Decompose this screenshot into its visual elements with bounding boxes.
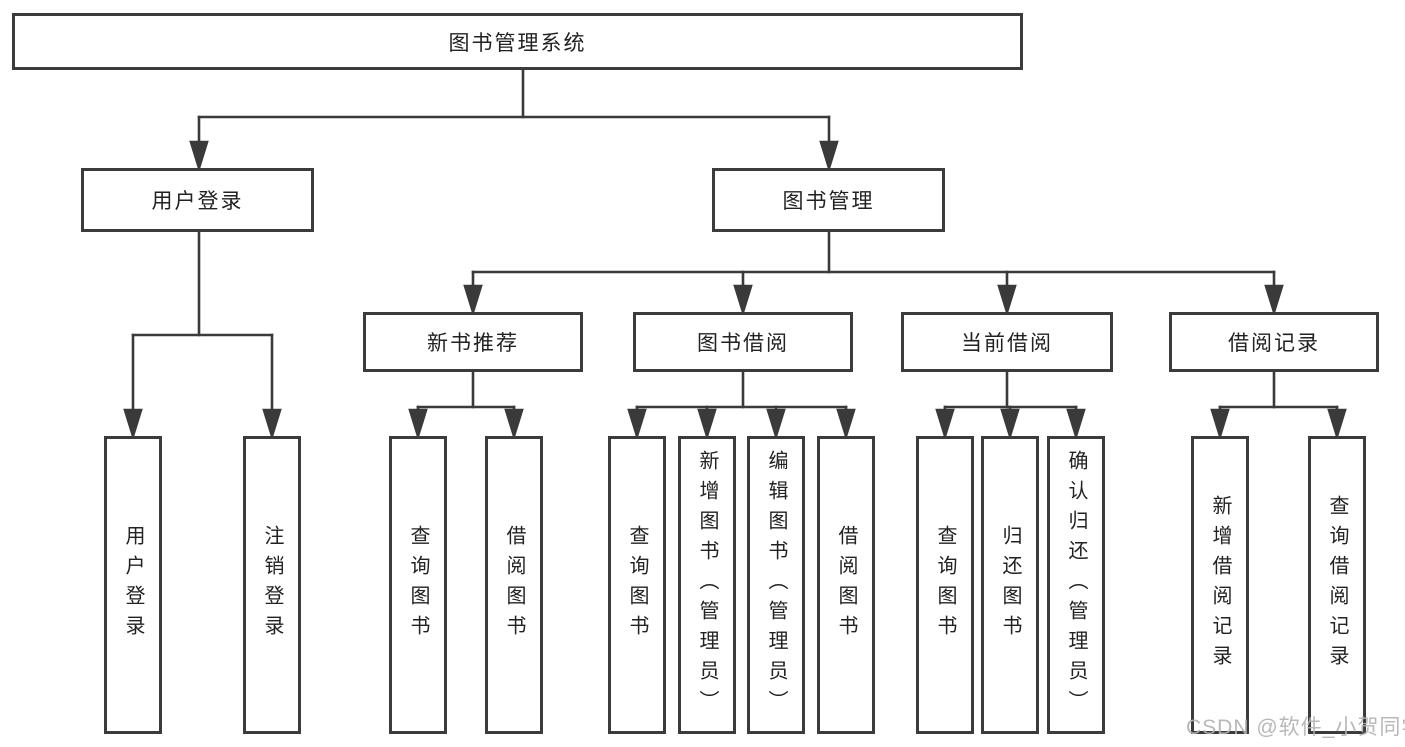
node-label: 借阅记录 [1228, 332, 1320, 355]
node-current-borrow: 当前借阅 [901, 312, 1113, 372]
leaf-return-books: 归还图书 [981, 436, 1039, 734]
node-label: 借阅图书 [503, 525, 525, 645]
leaf-query-books-recommend: 查询图书 [389, 436, 447, 734]
leaf-user-login: 用户登录 [104, 436, 162, 734]
node-label: 查询图书 [626, 525, 648, 645]
node-label: 图书管理系统 [448, 31, 587, 55]
node-label: 新增借阅记录 [1209, 495, 1231, 675]
node-user-login: 用户登录 [81, 168, 314, 232]
node-label: 归还图书 [999, 525, 1021, 645]
node-label: 图书借阅 [697, 332, 789, 355]
node-label: 注销登录 [261, 525, 283, 645]
node-label: 新增图书（管理员） [696, 450, 718, 720]
node-label: 用户登录 [122, 525, 144, 645]
node-borrow-records: 借阅记录 [1169, 312, 1379, 372]
node-root-library-system: 图书管理系统 [12, 13, 1023, 70]
node-book-borrow: 图书借阅 [633, 312, 853, 372]
leaf-query-books-current: 查询图书 [916, 436, 974, 734]
leaf-borrow-books: 借阅图书 [817, 436, 875, 734]
node-label: 查询借阅记录 [1326, 495, 1348, 675]
node-book-management: 图书管理 [712, 168, 945, 232]
node-label: 查询图书 [407, 525, 429, 645]
node-label: 图书管理 [782, 190, 875, 213]
node-label: 查询图书 [934, 525, 956, 645]
node-label: 编辑图书（管理员） [765, 450, 787, 720]
leaf-add-books-admin: 新增图书（管理员） [678, 436, 736, 734]
leaf-query-borrow-record: 查询借阅记录 [1308, 436, 1366, 734]
connector-group [123, 67, 1347, 441]
node-label: 新书推荐 [427, 332, 519, 355]
csdn-watermark: CSDN @软件_小贺同学 [1186, 716, 1405, 739]
leaf-add-borrow-record: 新增借阅记录 [1191, 436, 1249, 734]
node-new-book-recommend: 新书推荐 [363, 312, 583, 372]
leaf-confirm-return-admin: 确认归还（管理员） [1047, 436, 1105, 734]
leaf-edit-books-admin: 编辑图书（管理员） [747, 436, 805, 734]
node-label: 当前借阅 [961, 332, 1053, 355]
leaf-query-books-borrow: 查询图书 [608, 436, 666, 734]
node-label: 用户登录 [151, 190, 244, 213]
leaf-logout: 注销登录 [243, 436, 301, 734]
node-label: 确认归还（管理员） [1065, 450, 1087, 720]
node-label: 借阅图书 [835, 525, 857, 645]
leaf-borrow-books-recommend: 借阅图书 [485, 436, 543, 734]
